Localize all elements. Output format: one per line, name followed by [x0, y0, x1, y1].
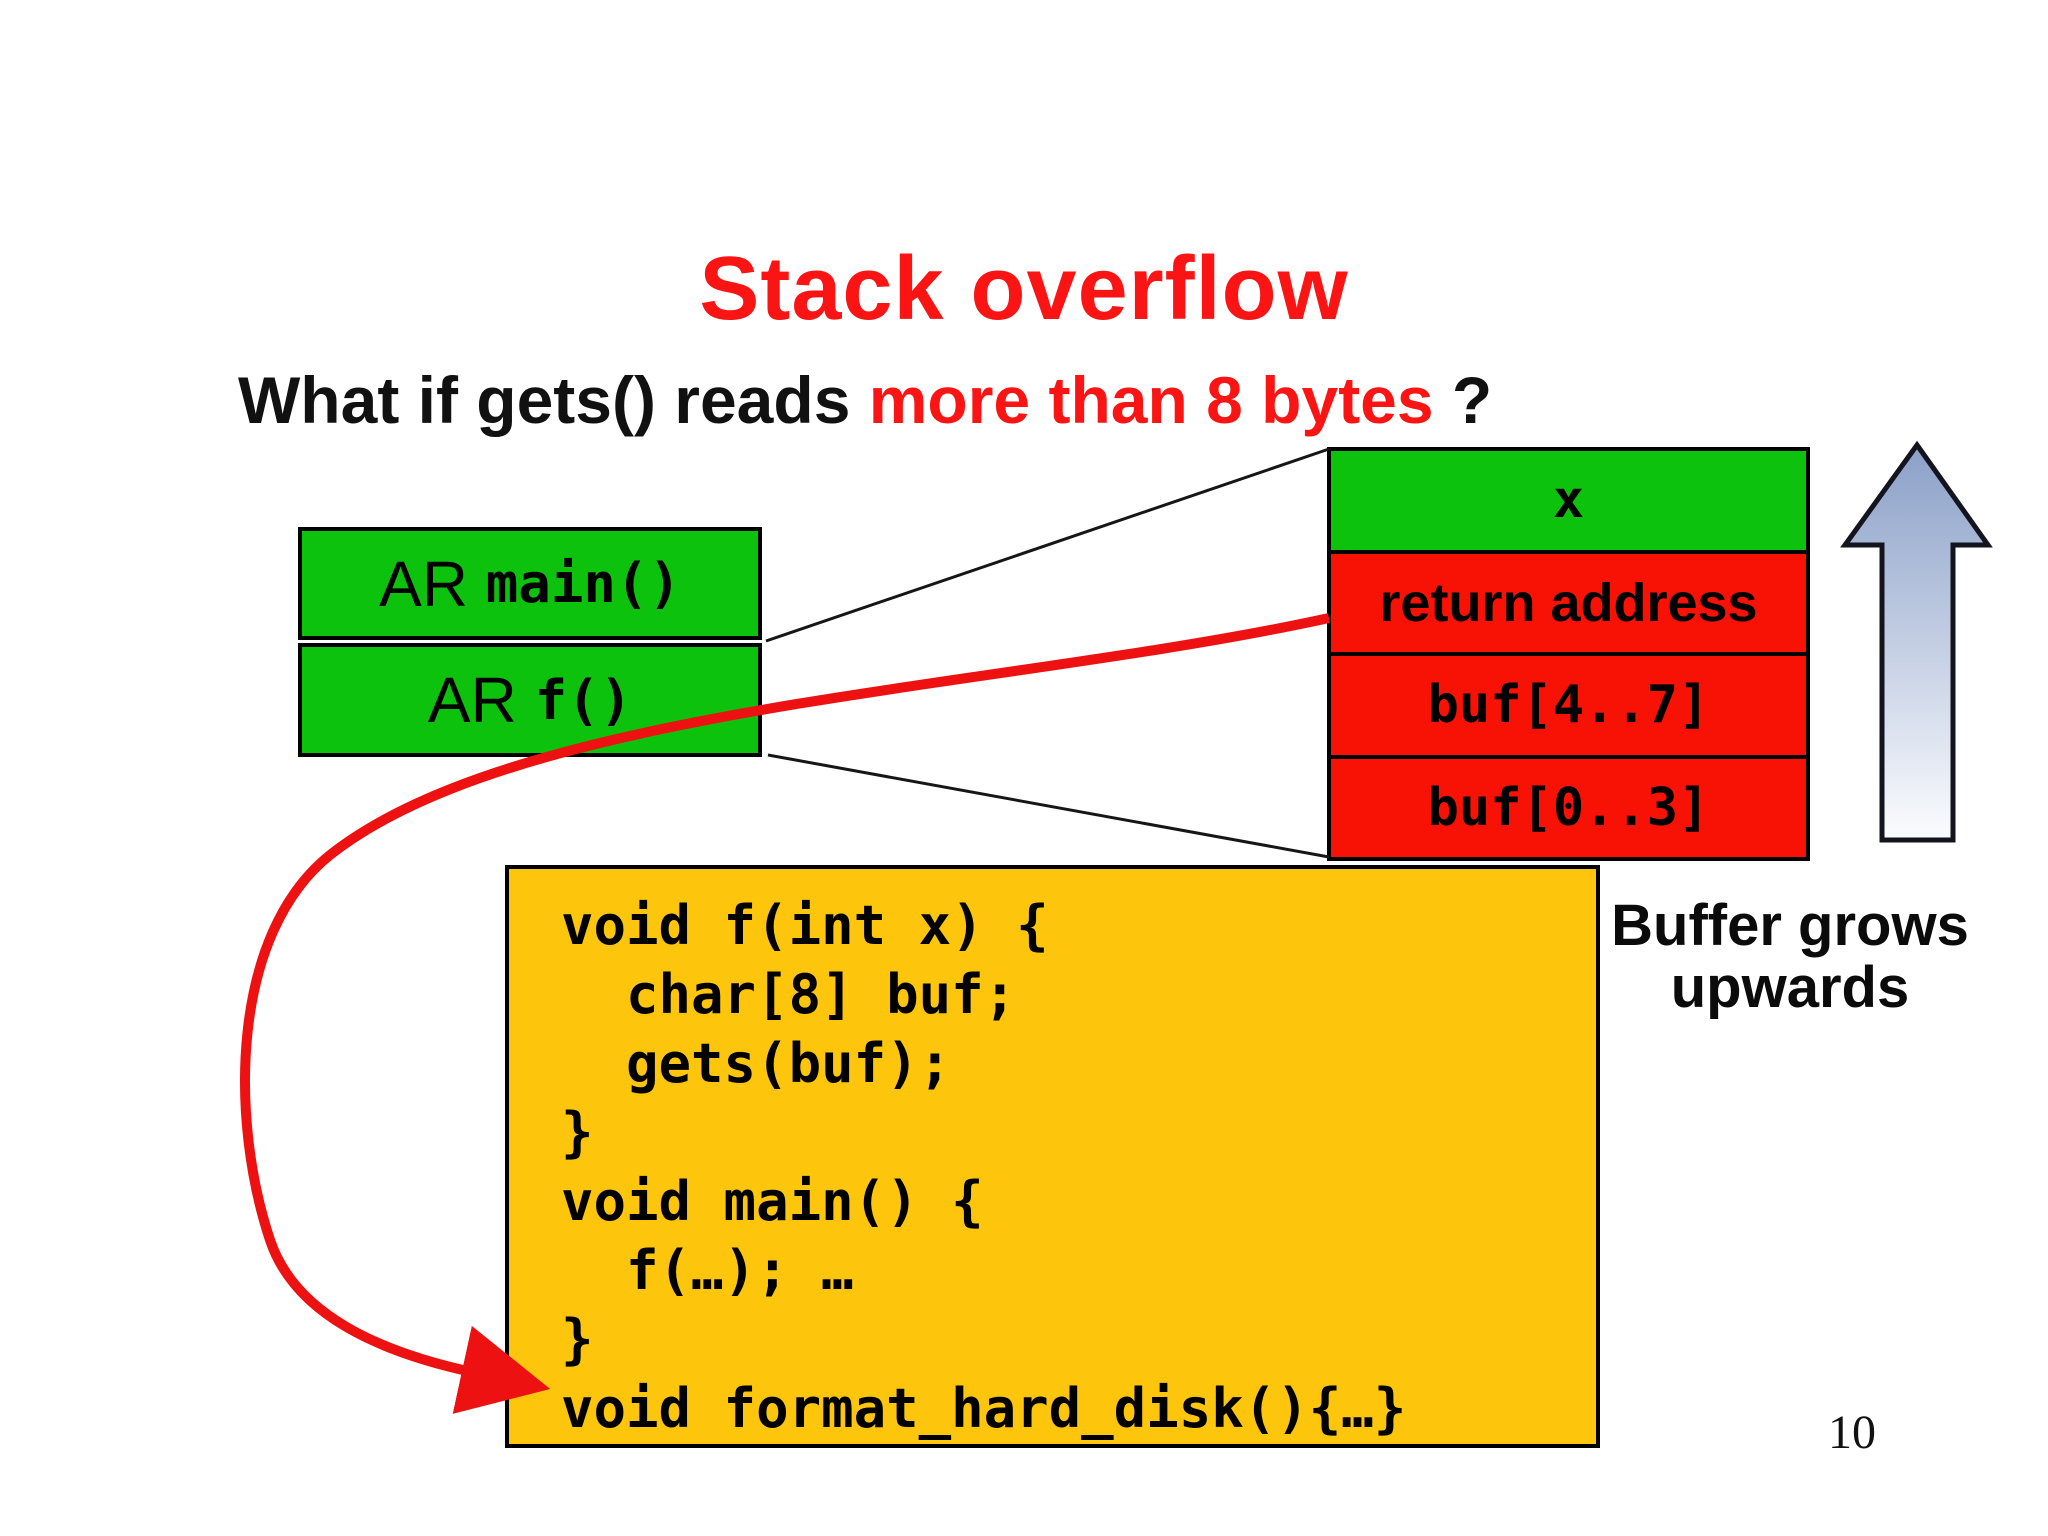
stack-detail-box: x return address buf[4..7] buf[0..3]	[1327, 447, 1810, 861]
stack-cell-buf-4-7-label: buf[4..7]	[1427, 675, 1710, 736]
code-line: void format_hard_disk(){…}	[561, 1377, 1407, 1440]
stack-cell-buf-0-3-label: buf[0..3]	[1427, 777, 1710, 838]
code-line: void main() {	[561, 1170, 984, 1233]
code-line: f(…); …	[561, 1239, 854, 1302]
stack-cell-x: x	[1331, 451, 1806, 554]
stack-cell-buf-4-7: buf[4..7]	[1331, 656, 1806, 759]
stack-cell-return-address-label: return address	[1379, 572, 1758, 633]
buffer-grows-note: Buffer grows upwards	[1610, 895, 1970, 1019]
subtitle-highlight: more than 8 bytes	[868, 363, 1452, 437]
stack-cell-x-label: x	[1552, 470, 1585, 531]
zoom-line-lower	[767, 753, 1330, 859]
zoom-line-upper	[765, 447, 1330, 643]
ar-main-name: main()	[485, 552, 681, 615]
subtitle-suffix: ?	[1451, 363, 1493, 437]
activation-record-f: AR f()	[298, 643, 762, 757]
code-box: void f(int x) { char[8] buf; gets(buf); …	[505, 865, 1600, 1448]
ar-f-name: f()	[534, 668, 633, 732]
buffer-grows-note-line1: Buffer grows	[1611, 893, 1969, 958]
subtitle-prefix: What if gets() reads	[238, 363, 869, 437]
ar-main-prefix: AR	[379, 547, 486, 620]
activation-record-main: AR main()	[298, 527, 762, 640]
ar-f-prefix: AR	[427, 664, 535, 736]
code-line: }	[561, 1308, 594, 1371]
code-line: char[8] buf;	[561, 963, 1017, 1026]
stack-cell-return-address: return address	[1331, 553, 1806, 656]
code-line: }	[561, 1101, 594, 1164]
slide-subtitle: What if gets() reads more than 8 bytes ?	[238, 362, 1492, 438]
slide-title: Stack overflow	[699, 239, 1349, 339]
stack-cell-buf-0-3: buf[0..3]	[1331, 758, 1806, 857]
code-line: void f(int x) {	[561, 894, 1049, 957]
code-line: gets(buf);	[561, 1032, 952, 1095]
grow-direction-arrow	[1840, 440, 1993, 843]
page-number: 10	[1828, 1406, 1876, 1459]
buffer-grows-note-line2: upwards	[1670, 955, 1910, 1020]
